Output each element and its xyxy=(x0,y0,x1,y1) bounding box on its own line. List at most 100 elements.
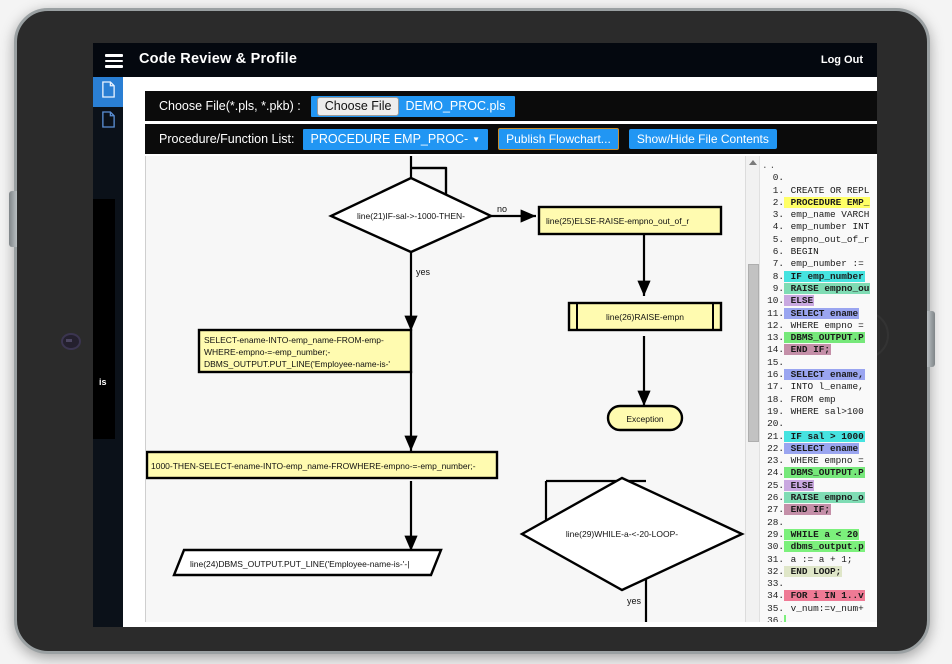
code-line-number: 35. xyxy=(767,602,784,614)
flowchart-canvas[interactable]: line(21)IF-sal->-1000-THEN- no yes line(… xyxy=(145,156,746,622)
code-line-number: 25. xyxy=(767,479,784,491)
show-hide-file-contents-button[interactable]: Show/Hide File Contents xyxy=(628,129,777,149)
code-line-text: WHERE sal>100 xyxy=(785,405,864,417)
code-line-number: 13. xyxy=(767,332,784,344)
scrollbar-thumb[interactable] xyxy=(748,264,759,442)
code-line-number: 33. xyxy=(767,578,784,590)
node-label: line(26)RAISE-empn xyxy=(606,312,684,322)
code-line: 21. IF sal > 1000 xyxy=(762,430,877,443)
code-line-number: 24. xyxy=(767,467,784,479)
flow-node-process-1000-then: 1000-THEN-SELECT-ename-INTO-emp_name-FRO… xyxy=(146,450,499,480)
code-line: 31. a := a + 1; xyxy=(762,554,877,566)
code-line: 10. ELSE xyxy=(762,295,877,307)
code-line-number: 4. xyxy=(772,221,784,233)
code-line: 36. xyxy=(762,614,877,622)
code-line-number: 19. xyxy=(767,405,784,417)
code-line-text: END IF; xyxy=(784,344,832,356)
code-line-number: 6. xyxy=(772,246,784,258)
code-line: 30. dbms_output.p xyxy=(762,541,877,553)
code-line-text xyxy=(784,578,786,589)
code-line-text: RAISE empno_ou xyxy=(784,282,871,294)
sidebar-rail-text: is xyxy=(99,377,107,387)
code-line: 25. ELSE xyxy=(762,479,877,492)
choose-file-button[interactable]: Choose File xyxy=(316,96,400,116)
procedure-select[interactable]: PROCEDURE EMP_PROC- ▼ xyxy=(302,128,489,150)
code-line-text: INTO l_ename, xyxy=(785,381,864,393)
code-line: 0. xyxy=(762,172,877,184)
hamburger-menu-icon[interactable] xyxy=(103,51,125,69)
tablet-frame: Code Review & Profile Log Out is Choos xyxy=(9,8,935,654)
chosen-file-name: DEMO_PROC.pls xyxy=(405,99,506,113)
code-line: 5. empno_out_of_r xyxy=(762,234,877,246)
flow-node-decision-while: line(29)WHILE-a-<-20-LOOP- xyxy=(519,476,745,592)
flow-node-decision-if-sal: line(21)IF-sal->-1000-THEN- xyxy=(328,176,494,254)
code-line: 22. SELECT ename xyxy=(762,442,877,455)
flow-node-subroutine-raise: line(26)RAISE-empn xyxy=(567,301,723,332)
node-label: line(25)ELSE-RAISE-empno_out_of_r xyxy=(546,216,689,226)
code-line-number: 20. xyxy=(767,418,784,430)
code-line: 15. xyxy=(762,357,877,369)
code-line: 4. emp_number INT xyxy=(762,221,877,233)
code-line: 6. BEGIN xyxy=(762,246,877,258)
code-line-number: 12. xyxy=(767,319,784,331)
sidebar-item-document-2[interactable] xyxy=(93,107,123,137)
flow-node-terminator-exception: Exception xyxy=(606,404,684,432)
code-line: 16. SELECT ename, xyxy=(762,369,877,381)
code-line: 7. emp_number := xyxy=(762,258,877,270)
code-line: 18. FROM emp xyxy=(762,394,877,406)
code-line-text xyxy=(784,517,786,528)
code-line-text: emp_name VARCH xyxy=(785,209,870,221)
code-ellipsis: .. xyxy=(762,160,778,171)
code-line-text xyxy=(784,172,786,183)
code-line: 27. END IF; xyxy=(762,504,877,516)
code-line-text: WHILE a < 20 xyxy=(784,528,860,540)
code-line-text: SELECT ename xyxy=(784,307,860,319)
code-line-number: 21. xyxy=(767,430,784,442)
code-scrollbar[interactable] xyxy=(746,156,760,622)
home-button[interactable] xyxy=(61,333,81,350)
code-line: 24. DBMS_OUTPUT.P xyxy=(762,467,877,479)
code-line-text: DBMS_OUTPUT.P xyxy=(784,467,865,479)
code-line-number: 2. xyxy=(772,196,784,208)
code-line-number: 3. xyxy=(772,209,784,221)
code-line: 11. SELECT ename xyxy=(762,307,877,320)
procedure-toolbar: Procedure/Function List: PROCEDURE EMP_P… xyxy=(145,124,877,154)
procedure-label: Procedure/Function List: xyxy=(159,132,295,146)
code-line-text: emp_number := xyxy=(785,258,864,270)
edge-label-no: no xyxy=(497,204,507,214)
code-line-text: SELECT ename, xyxy=(784,369,865,381)
scroll-up-arrow-icon[interactable] xyxy=(749,160,757,165)
code-line-number: 7. xyxy=(772,258,784,270)
file-label: Choose File(*.pls, *.pkb) : xyxy=(159,99,301,113)
edge-label-yes-2: yes xyxy=(627,596,642,606)
code-line: 28. xyxy=(762,517,877,529)
sidebar-item-document-1[interactable] xyxy=(93,77,123,107)
publish-flowchart-button[interactable]: Publish Flowchart... xyxy=(498,128,619,150)
edge-label-yes: yes xyxy=(416,267,431,277)
code-line: 1. CREATE OR REPL xyxy=(762,185,877,197)
code-line-text: a := a + 1; xyxy=(785,553,853,565)
code-line-text: CREATE OR REPL xyxy=(785,184,870,196)
node-label: line(21)IF-sal->-1000-THEN- xyxy=(357,211,465,221)
code-line-number: 5. xyxy=(772,233,784,245)
code-line-text: END LOOP; xyxy=(784,565,843,577)
code-line: 3. emp_name VARCH xyxy=(762,209,877,221)
code-line-text: RAISE empno_o xyxy=(784,492,865,504)
code-line: 33. xyxy=(762,578,877,590)
flow-node-io-dbms-output: line(24)DBMS_OUTPUT.PUT_LINE('Employee-n… xyxy=(172,548,443,577)
code-line-number: 28. xyxy=(767,516,784,528)
code-line-text: DBMS_OUTPUT.P xyxy=(784,332,865,344)
code-line-text: WHERE empno = xyxy=(785,455,864,467)
chevron-down-icon: ▼ xyxy=(472,134,481,144)
code-line-text: BEGIN xyxy=(785,246,819,258)
code-line-number: 34. xyxy=(767,590,784,602)
file-input[interactable]: Choose File DEMO_PROC.pls xyxy=(310,95,516,117)
code-line-text xyxy=(784,418,786,429)
code-line-number: 16. xyxy=(767,369,784,381)
code-line-number: 32. xyxy=(767,565,784,577)
logout-button[interactable]: Log Out xyxy=(820,54,863,66)
code-line: 2. PROCEDURE EMP_ xyxy=(762,196,877,209)
code-line-text: ELSE xyxy=(784,295,815,307)
